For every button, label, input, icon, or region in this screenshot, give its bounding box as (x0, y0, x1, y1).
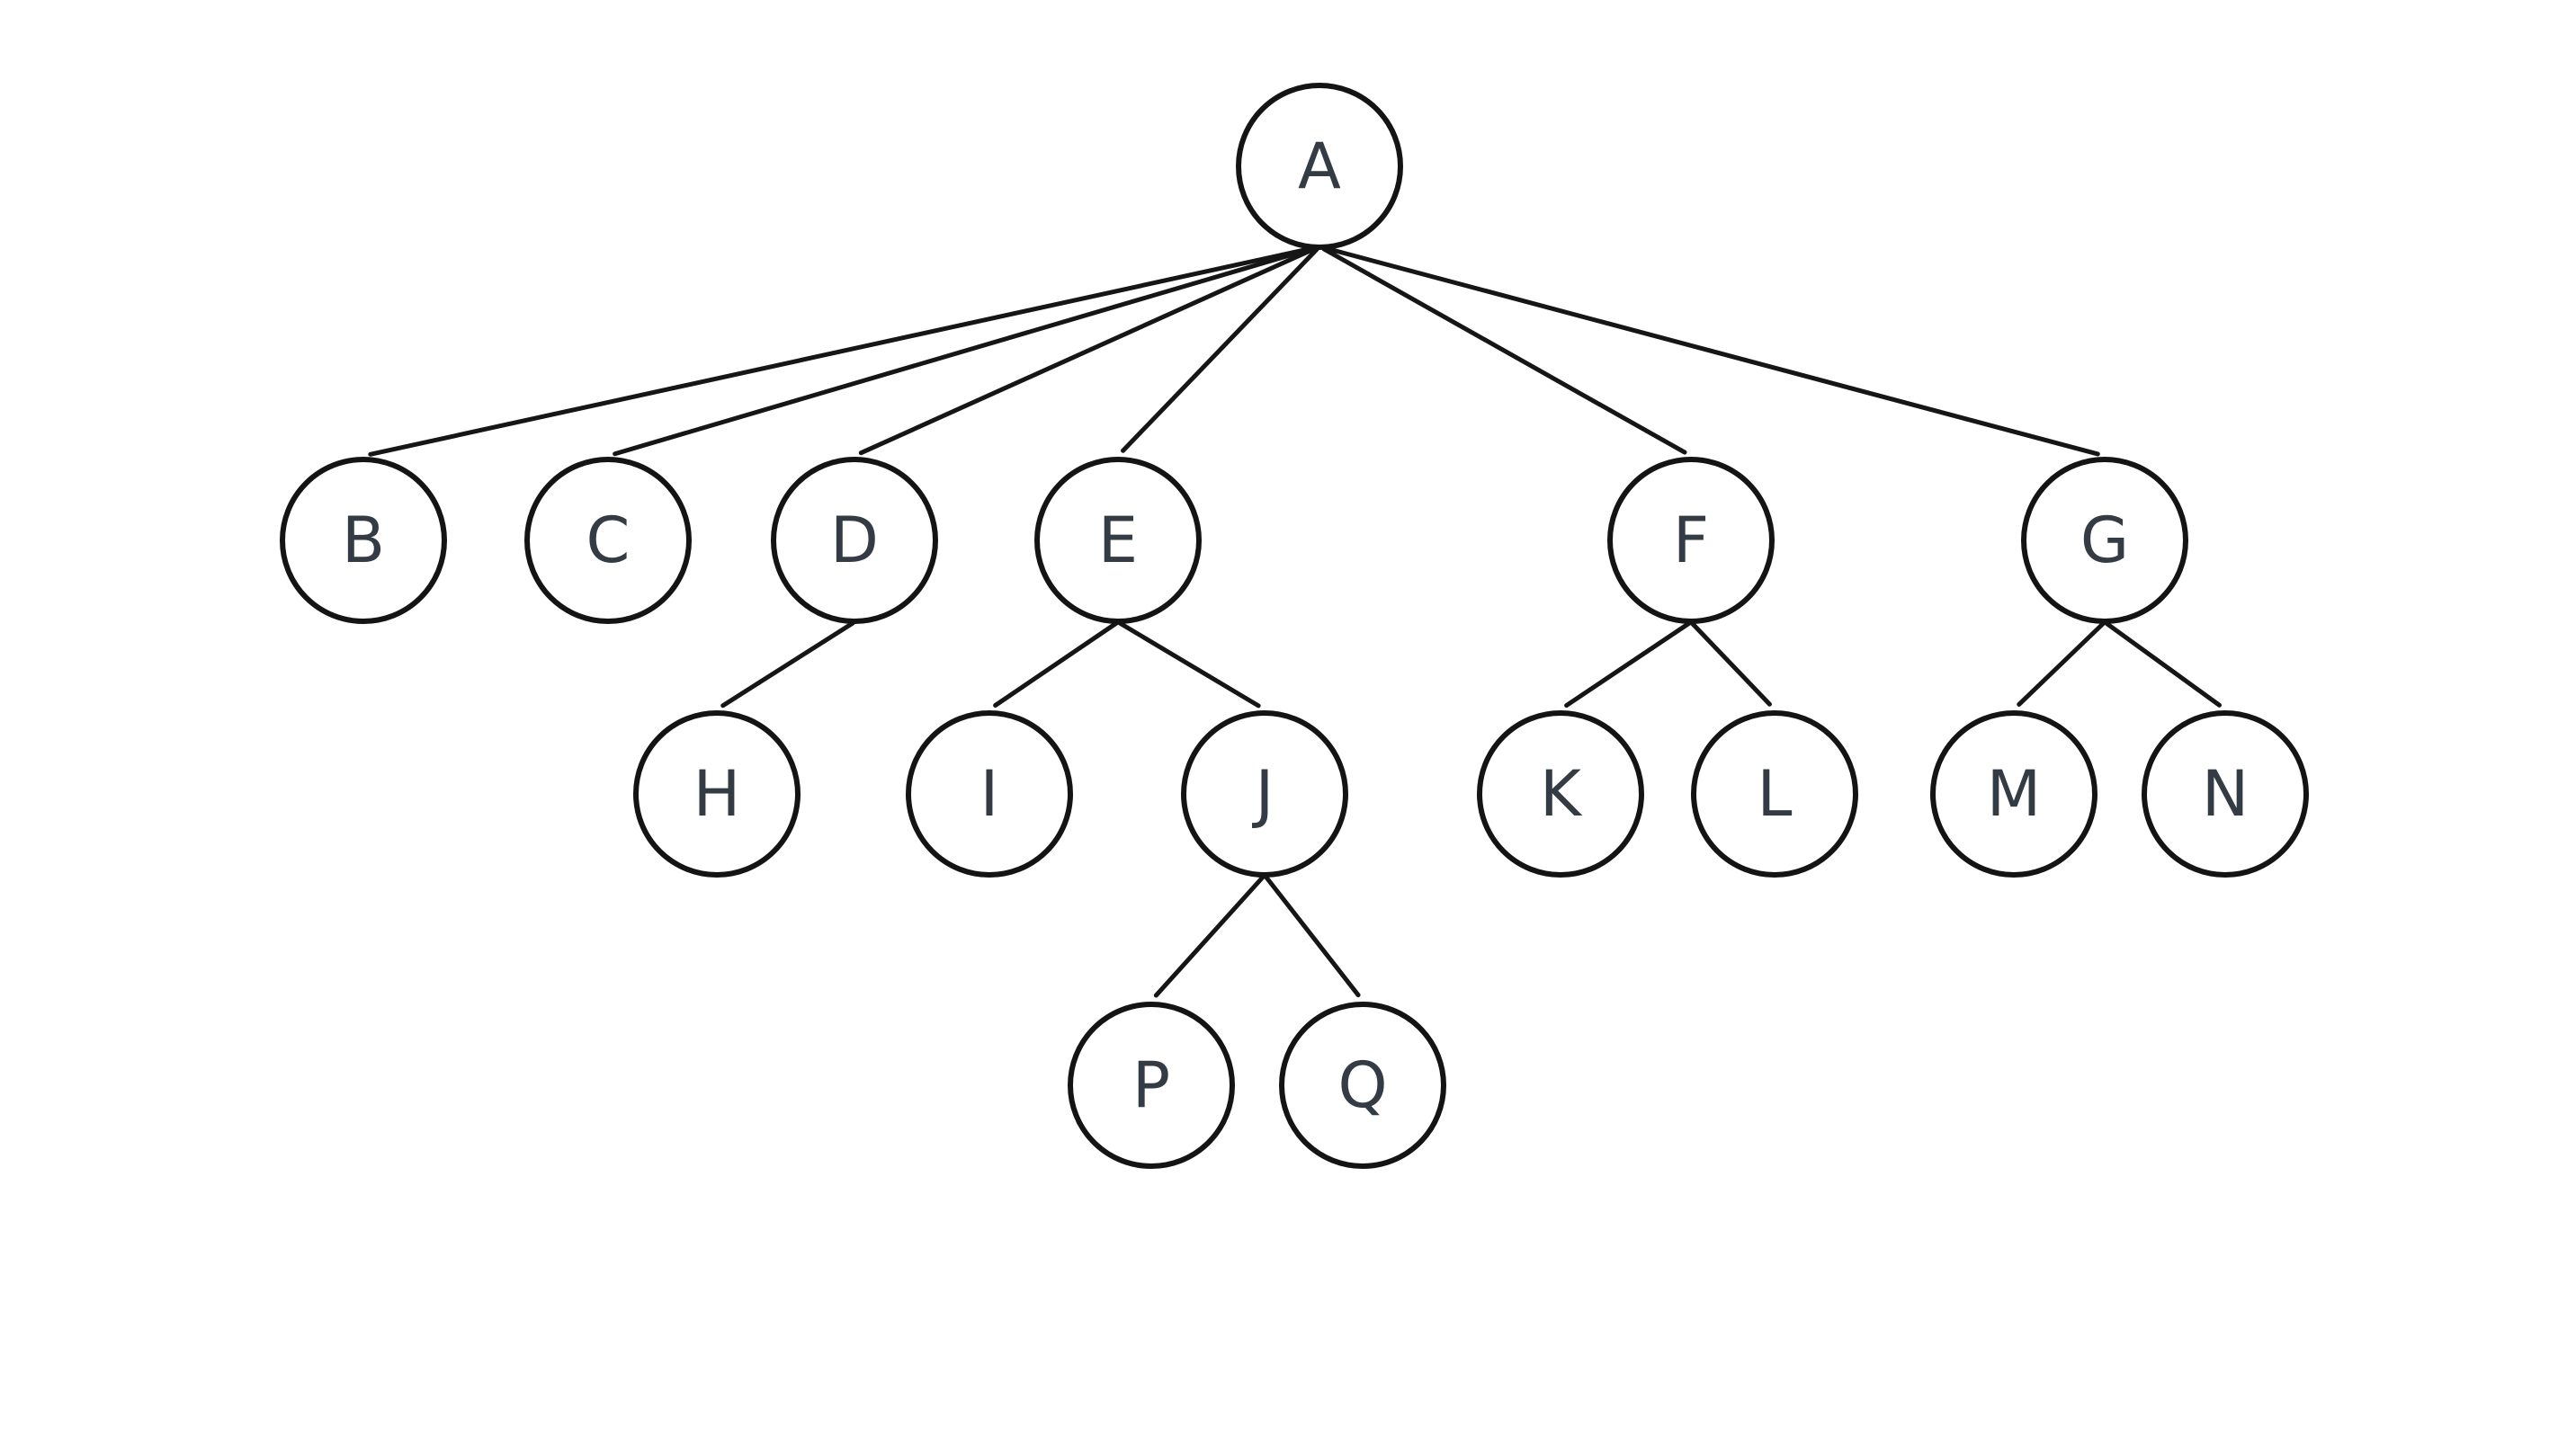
edge-G-N (2104, 620, 2223, 708)
node-label-K: K (1540, 757, 1583, 831)
node-circle-C (524, 457, 692, 624)
edge-A-B (368, 246, 1311, 457)
node-E: E (1034, 457, 1202, 624)
edge-A-G (1326, 246, 2100, 457)
node-label-E: E (1098, 504, 1138, 577)
edge-J-P (1153, 874, 1266, 998)
edge-A-F (1321, 246, 1687, 455)
edge-F-K (1564, 620, 1692, 709)
node-circle-J (1181, 710, 1348, 878)
node-circle-K (1477, 710, 1644, 878)
node-label-J: J (1252, 757, 1275, 831)
node-Q: Q (1279, 1002, 1446, 1169)
node-circle-H (633, 710, 801, 878)
node-B: B (280, 457, 447, 624)
node-J: J (1181, 710, 1348, 878)
node-label-F: F (1673, 504, 1709, 577)
node-circle-F (1607, 457, 1775, 624)
node-label-L: L (1758, 757, 1793, 831)
node-label-Q: Q (1337, 1048, 1387, 1122)
edge-F-L (1689, 620, 1772, 707)
node-L: L (1691, 710, 1858, 878)
node-circle-E (1034, 457, 1202, 624)
edge-D-H (720, 620, 855, 709)
node-label-H: H (693, 757, 741, 831)
node-circle-A (1236, 83, 1403, 250)
node-label-D: D (830, 504, 879, 577)
edge-G-M (2017, 620, 2106, 707)
node-label-B: B (342, 504, 385, 577)
node-label-N: N (2202, 757, 2249, 831)
node-N: N (2142, 710, 2309, 878)
node-K: K (1477, 710, 1644, 878)
edge-E-J (1117, 620, 1261, 709)
node-label-P: P (1132, 1048, 1170, 1122)
node-M: M (1930, 710, 2097, 878)
node-C: C (524, 457, 692, 624)
node-circle-L (1691, 710, 1858, 878)
node-circle-Q (1279, 1002, 1446, 1169)
edge-E-I (993, 620, 1119, 709)
node-H: H (633, 710, 801, 878)
node-A: A (1236, 83, 1403, 250)
node-circle-M (1930, 710, 2097, 878)
node-label-I: I (980, 757, 999, 831)
node-label-M: M (1987, 757, 2041, 831)
edge-A-E (1121, 246, 1319, 453)
node-label-A: A (1298, 129, 1341, 203)
edge-J-Q (1263, 874, 1361, 998)
node-label-C: C (586, 504, 631, 577)
node-circle-P (1068, 1002, 1235, 1169)
node-circle-I (906, 710, 1073, 878)
edge-A-D (858, 246, 1317, 456)
node-circle-G (2021, 457, 2188, 624)
node-I: I (906, 710, 1073, 878)
node-circle-N (2142, 710, 2309, 878)
node-G: G (2021, 457, 2188, 624)
node-circle-D (771, 457, 938, 624)
node-circle-B (280, 457, 447, 624)
node-P: P (1068, 1002, 1235, 1169)
node-D: D (771, 457, 938, 624)
edge-A-C (613, 246, 1314, 457)
node-label-G: G (2080, 504, 2129, 577)
node-F: F (1607, 457, 1775, 624)
